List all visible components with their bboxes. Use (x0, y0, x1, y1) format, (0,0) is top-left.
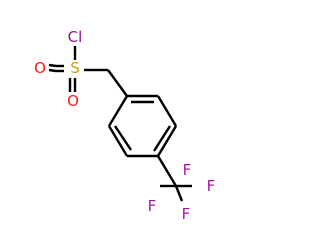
bond-c4-cf3 (156, 155, 178, 187)
atom-o-bottom: O (67, 92, 79, 110)
atom-f-left: F (148, 197, 157, 215)
bond-c3-c4 (156, 125, 178, 157)
atom-f-top: F (183, 161, 192, 179)
bond-inner-2 (152, 125, 172, 152)
atom-s: S (70, 59, 80, 77)
bond-c6-c1 (107, 95, 129, 127)
bond-c2-c3 (156, 95, 178, 127)
bond-cf3-f-bottom (174, 185, 182, 197)
atom-f-bottom: F (182, 205, 191, 223)
atom-o-top: O (34, 59, 46, 77)
bond-c5-c6 (107, 125, 129, 157)
atom-f-right: F (207, 177, 216, 195)
bond-s-o1-a (48, 63, 57, 68)
molecule-drawing: Cl S O O F F F F (34, 28, 216, 223)
structure-diagram: Cl S O O F F F F (34, 28, 216, 223)
bond-ch2-c1 (107, 69, 128, 97)
bond-cf3-f-bottom-b (178, 195, 184, 202)
atom-cl: Cl (68, 28, 83, 46)
bond-s-o1-b (48, 68, 57, 73)
bond-inner-3 (114, 125, 132, 151)
